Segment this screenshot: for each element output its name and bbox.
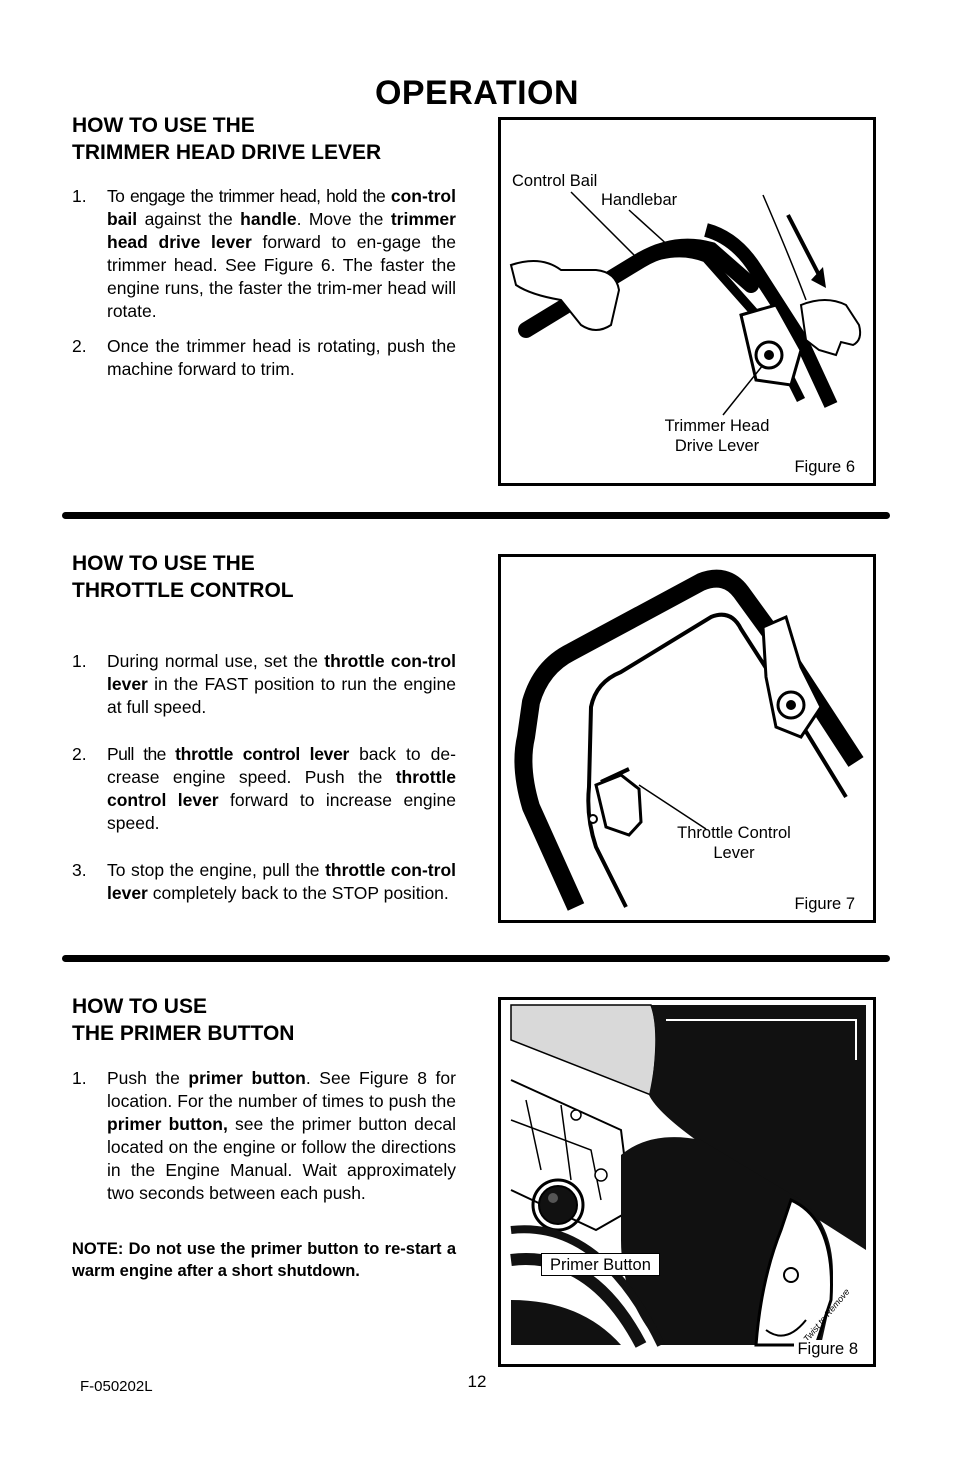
step-text: . See Figure 8 for location. For the num… [107,1068,456,1111]
step-number: 3. [72,860,87,880]
step-item: 1. During normal use, set the throttle c… [72,650,456,719]
figure-caption: Figure 6 [794,458,855,476]
step-text: completely back to the STOP position. [147,883,449,903]
steps-list: 1. Push the primer button. See Figure 8 … [72,1067,456,1205]
step-text: in the FAST position to run the engine a… [107,674,456,717]
heading-line: HOW TO USE THE [72,114,255,137]
steps-list: 1. During normal use, set the throttle c… [72,650,456,905]
step-term: primer button, [107,1114,228,1134]
step-item: 1. To engage the trimmer head, hold the … [72,185,456,323]
step-term: con-trol bail [107,186,456,229]
callout-throttle-control-lever: Throttle Control Lever [664,823,804,863]
page-number: 12 [467,1372,487,1391]
step-term: throttle control lever [175,744,350,764]
heading-line: THE PRIMER BUTTON [72,1022,295,1045]
step-text: see the primer button decal located on t… [107,1114,457,1203]
figure-caption: Figure 7 [794,895,855,913]
section-divider [62,512,890,519]
section-divider [62,955,890,962]
step-text: During normal use, set the [107,651,325,671]
section-heading: HOW TO USE THE THROTTLE CONTROL [72,550,472,604]
section-heading: HOW TO USE THE PRIMER BUTTON [72,993,472,1047]
section-heading: HOW TO USE THE TRIMMER HEAD DRIVE LEVER [72,112,472,166]
step-text: against the [137,209,241,229]
step-item: 3. To stop the engine, pull the throttle… [72,859,456,905]
callout-handlebar: Handlebar [601,191,678,209]
callout-trimmer-head-drive-lever: Trimmer Head Drive Lever [654,416,780,456]
step-text: Pull the [107,744,176,764]
step-item: 2. Once the trimmer head is rotating, pu… [72,335,456,381]
step-number: 1. [72,1068,87,1088]
throttle-illustration [514,569,864,911]
step-term: throttle control lever [107,767,456,810]
step-text: Once the trimmer head is rotating, push … [107,336,456,379]
step-text: back to de-crease engine speed. Push the [107,744,456,787]
step-term: throttle con-trol lever [107,651,456,694]
step-number: 1. [72,651,87,671]
step-text: Push the [107,1068,189,1088]
callout-primer-button: Primer Button [541,1253,660,1276]
step-number: 2. [72,744,87,764]
figure-7: Throttle Control Lever Figure 7 [498,554,876,923]
callout-line: Trimmer Head [664,417,770,435]
warning-note: NOTE: Do not use the primer button to re… [72,1240,456,1280]
step-number: 2. [72,336,87,356]
step-term: handle [240,209,297,229]
heading-line: HOW TO USE [72,995,207,1018]
step-text: forward to en-gage the trimmer head. See… [107,232,456,321]
step-term: throttle con-trol lever [107,860,456,903]
step-text: . Move the [296,209,391,229]
step-number: 1. [72,186,87,206]
step-item: 1. Push the primer button. See Figure 8 … [72,1067,456,1205]
figure-caption: Figure 8 [794,1340,861,1359]
page-title: OPERATION [374,74,580,112]
step-term: primer button [188,1068,306,1088]
figure-8: Twist to Remove Primer Button Figure 8 [498,997,876,1367]
step-item: 2. Pull the throttle control lever back … [72,743,456,835]
heading-line: THROTTLE CONTROL [72,579,294,602]
callout-line: Lever [713,844,755,862]
callout-line: Drive Lever [674,437,760,455]
heading-line: TRIMMER HEAD DRIVE LEVER [72,141,382,164]
handlebar-illustration [509,191,862,416]
figure-6: Control Bail Handlebar Trimmer Head Driv… [498,117,876,486]
callout-line: Throttle Control [677,824,791,842]
step-text: To stop the engine, pull the [107,860,326,880]
steps-list: 1. To engage the trimmer head, hold the … [72,185,456,381]
step-text: forward to increase engine speed. [107,790,456,833]
step-term: trimmer head drive lever [107,209,456,252]
engine-illustration: Twist to Remove [510,1004,866,1360]
heading-line: HOW TO USE THE [72,552,255,575]
callout-control-bail: Control Bail [512,172,598,190]
document-code: F-050202L [80,1378,153,1395]
step-text: To engage the trimmer head, hold the [107,186,391,206]
